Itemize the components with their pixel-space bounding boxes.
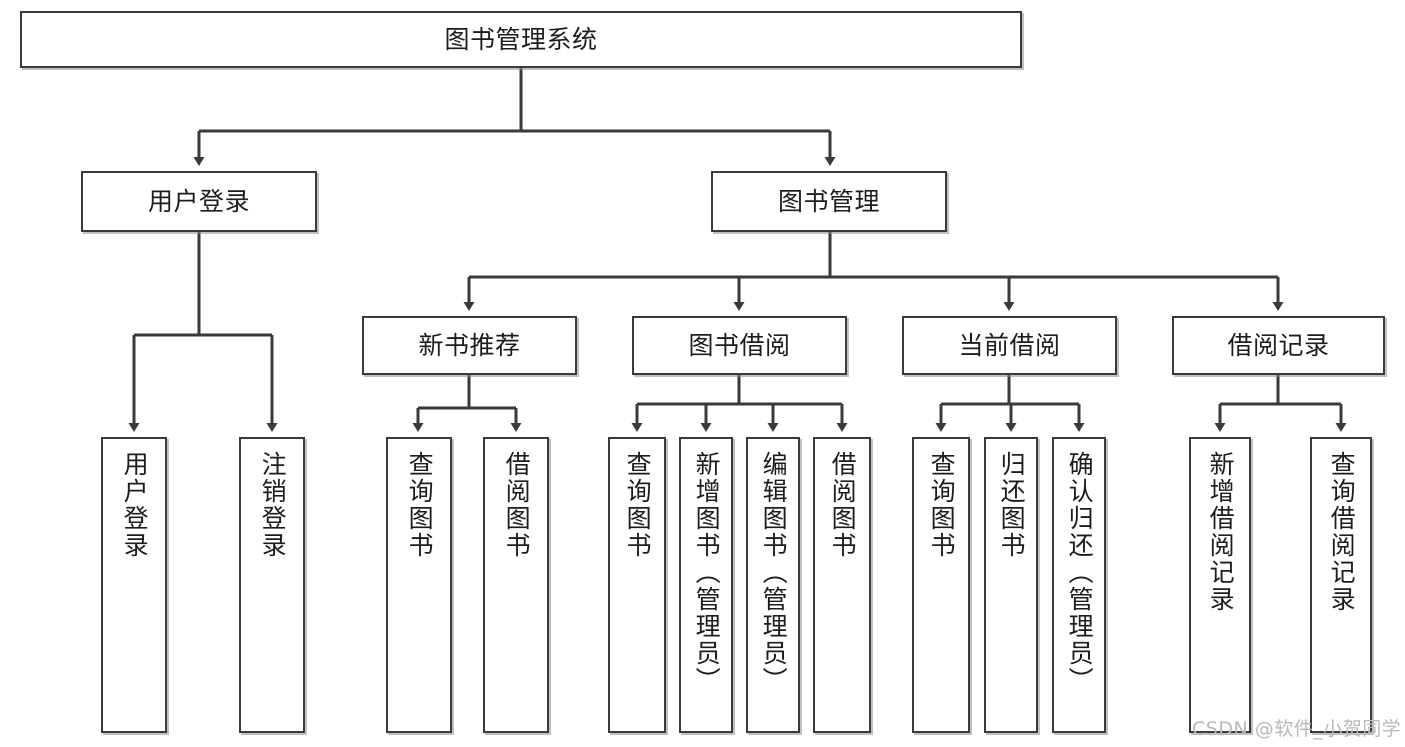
node-label: 借阅图书 bbox=[828, 451, 858, 559]
node-label: 新增图书（管理员） bbox=[692, 451, 722, 694]
node-label: 用户登录 bbox=[147, 186, 250, 216]
node-label: 图书借阅 bbox=[688, 330, 791, 360]
node-label: 注销登录 bbox=[258, 451, 288, 559]
node-leaf-current-confirm-return-admin[interactable]: 确认归还（管理员） bbox=[1052, 437, 1106, 733]
node-label: 编辑图书（管理员） bbox=[759, 451, 789, 694]
node-label: 查询图书 bbox=[405, 451, 435, 559]
node-root-system[interactable]: 图书管理系统 bbox=[20, 11, 1022, 68]
node-label: 归还图书 bbox=[997, 451, 1027, 559]
node-leaf-borrow-query-book[interactable]: 查询图书 bbox=[608, 437, 666, 733]
node-current-borrow[interactable]: 当前借阅 bbox=[902, 316, 1117, 375]
node-leaf-record-query[interactable]: 查询借阅记录 bbox=[1310, 437, 1372, 733]
node-leaf-record-add[interactable]: 新增借阅记录 bbox=[1189, 437, 1251, 733]
node-label: 查询图书 bbox=[623, 451, 653, 559]
node-leaf-recommend-borrow-book[interactable]: 借阅图书 bbox=[483, 437, 549, 733]
node-label: 用户登录 bbox=[120, 451, 150, 559]
node-leaf-user-login[interactable]: 用户登录 bbox=[101, 437, 167, 733]
node-leaf-borrow-edit-book-admin[interactable]: 编辑图书（管理员） bbox=[746, 437, 800, 733]
node-label: 查询借阅记录 bbox=[1327, 451, 1357, 613]
node-book-borrow[interactable]: 图书借阅 bbox=[632, 316, 847, 375]
node-leaf-recommend-query-book[interactable]: 查询图书 bbox=[386, 437, 452, 733]
node-label: 借阅记录 bbox=[1227, 330, 1330, 360]
node-leaf-user-logout[interactable]: 注销登录 bbox=[239, 437, 305, 733]
node-leaf-current-return-book[interactable]: 归还图书 bbox=[984, 437, 1038, 733]
node-label: 确认归还（管理员） bbox=[1065, 451, 1095, 694]
node-label: 图书管理系统 bbox=[444, 24, 598, 54]
node-label: 当前借阅 bbox=[958, 330, 1061, 360]
node-label: 新书推荐 bbox=[418, 330, 521, 360]
node-new-book-recommend[interactable]: 新书推荐 bbox=[362, 316, 577, 375]
node-label: 借阅图书 bbox=[502, 451, 532, 559]
node-leaf-borrow-add-book-admin[interactable]: 新增图书（管理员） bbox=[679, 437, 733, 733]
node-leaf-current-query-book[interactable]: 查询图书 bbox=[912, 437, 970, 733]
node-label: 查询图书 bbox=[927, 451, 957, 559]
node-user-login[interactable]: 用户登录 bbox=[81, 171, 317, 232]
node-book-manage[interactable]: 图书管理 bbox=[711, 171, 947, 232]
node-borrow-record[interactable]: 借阅记录 bbox=[1172, 316, 1385, 375]
node-label: 图书管理 bbox=[777, 186, 880, 216]
node-leaf-borrow-borrow-book[interactable]: 借阅图书 bbox=[813, 437, 871, 733]
node-label: 新增借阅记录 bbox=[1206, 451, 1236, 613]
